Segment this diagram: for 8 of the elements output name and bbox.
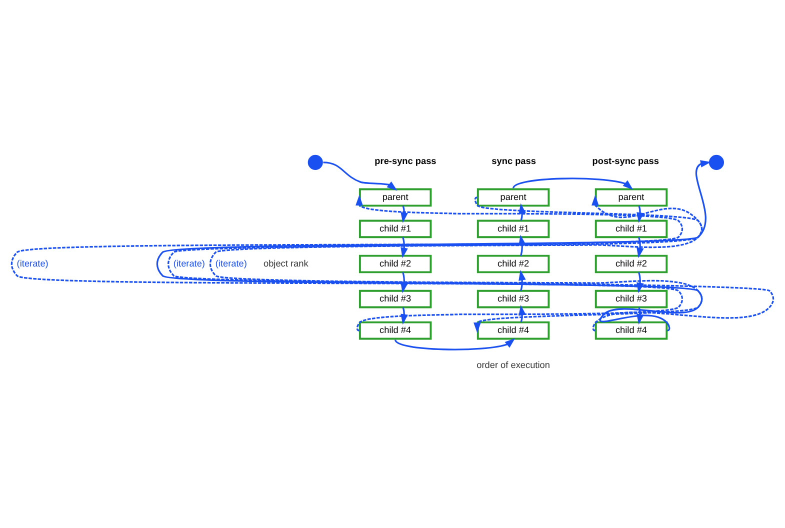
label: order of execution [476, 360, 550, 370]
edge-label: (iterate) [215, 258, 247, 268]
label: object rank [263, 258, 308, 268]
label: pre-sync pass [374, 156, 436, 166]
edge-label: (iterate) [16, 258, 48, 268]
edge-label: (iterate) [173, 258, 205, 268]
label: sync pass [492, 156, 536, 166]
label: post-sync pass [592, 156, 659, 166]
